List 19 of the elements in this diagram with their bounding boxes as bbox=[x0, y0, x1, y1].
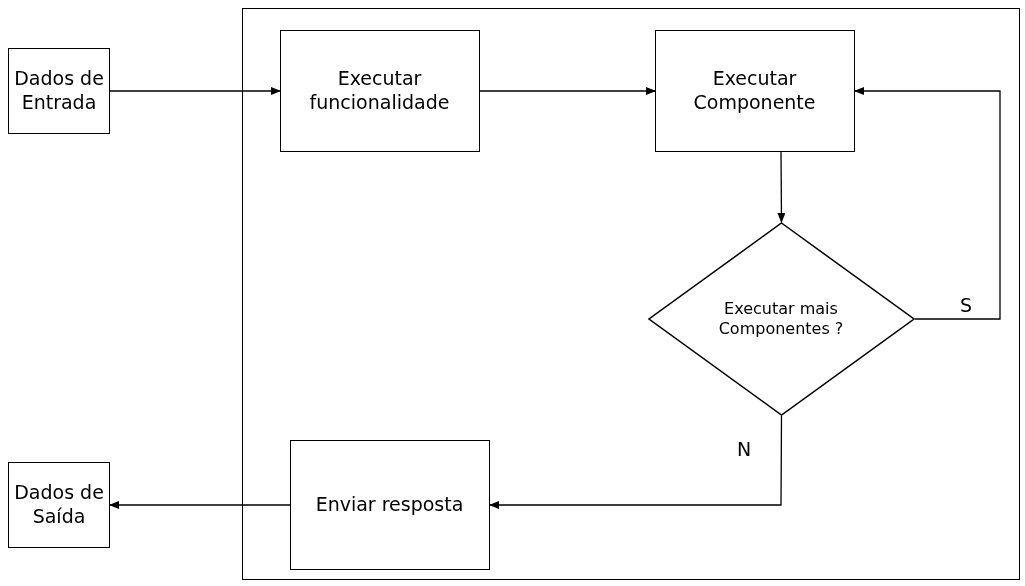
process-box bbox=[8, 48, 110, 134]
process-box bbox=[289, 439, 490, 570]
arrow bbox=[109, 87, 281, 95]
node-label: Enviar resposta bbox=[314, 492, 465, 517]
node-label: Executar mais Componentes ? bbox=[717, 298, 845, 339]
node-label: Executar Componente bbox=[692, 66, 817, 115]
process-box bbox=[654, 29, 855, 152]
process-box bbox=[279, 29, 480, 152]
node-label: Dados de Saída bbox=[13, 481, 105, 529]
decision-diamond bbox=[647, 221, 915, 416]
frame-box bbox=[242, 8, 1020, 580]
arrow bbox=[479, 87, 656, 95]
arrow bbox=[489, 415, 783, 509]
node-label: Executar funcionalidade bbox=[308, 66, 451, 115]
arrow bbox=[109, 501, 291, 509]
node-label: Dados de Entrada bbox=[13, 67, 105, 115]
arrow bbox=[854, 87, 1001, 320]
arrow bbox=[777, 151, 786, 223]
process-box bbox=[8, 462, 110, 548]
